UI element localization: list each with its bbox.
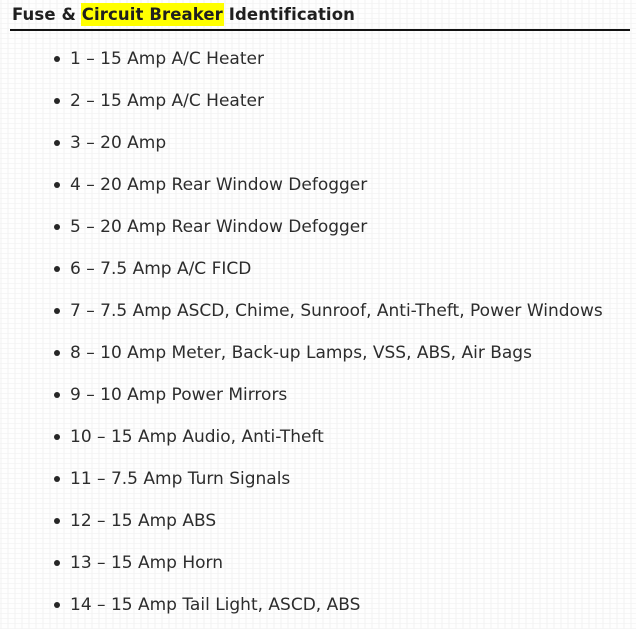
bullet-icon	[54, 98, 60, 104]
page-title: Fuse & Circuit Breaker Identification	[0, 0, 636, 26]
list-item: 11 – 7.5 Amp Turn Signals	[0, 458, 636, 500]
page-title-segment-3: Identification	[222, 5, 355, 24]
list-item: 13 – 15 Amp Horn	[0, 542, 636, 584]
list-item: 3 – 20 Amp	[0, 122, 636, 164]
bullet-icon	[54, 476, 60, 482]
list-item-label: 13 – 15 Amp Horn	[70, 553, 224, 573]
list-item: 1 – 15 Amp A/C Heater	[0, 38, 636, 80]
list-item-label: 8 – 10 Amp Meter, Back-up Lamps, VSS, AB…	[70, 343, 532, 363]
bullet-icon	[54, 518, 60, 524]
list-item-label: 5 – 20 Amp Rear Window Defogger	[70, 217, 368, 237]
bullet-icon	[54, 308, 60, 314]
bullet-icon	[54, 560, 60, 566]
list-item: 9 – 10 Amp Power Mirrors	[0, 374, 636, 416]
list-item-label: 10 – 15 Amp Audio, Anti-Theft	[70, 427, 324, 447]
list-item: 4 – 20 Amp Rear Window Defogger	[0, 164, 636, 206]
list-item-label: 4 – 20 Amp Rear Window Defogger	[70, 175, 368, 195]
list-item-label: 1 – 15 Amp A/C Heater	[70, 49, 264, 69]
bullet-icon	[54, 602, 60, 608]
bullet-icon	[54, 182, 60, 188]
bullet-icon	[54, 434, 60, 440]
bullet-icon	[54, 266, 60, 272]
list-item-label: 7 – 7.5 Amp ASCD, Chime, Sunroof, Anti-T…	[70, 301, 603, 321]
list-item-label: 14 – 15 Amp Tail Light, ASCD, ABS	[70, 595, 361, 615]
list-item-label: 12 – 15 Amp ABS	[70, 511, 217, 531]
list-item: 5 – 20 Amp Rear Window Defogger	[0, 206, 636, 248]
bullet-icon	[54, 56, 60, 62]
list-item: 12 – 15 Amp ABS	[0, 500, 636, 542]
bullet-icon	[54, 350, 60, 356]
list-item-label: 2 – 15 Amp A/C Heater	[70, 91, 264, 111]
bullet-icon	[54, 140, 60, 146]
list-item: 2 – 15 Amp A/C Heater	[0, 80, 636, 122]
fuse-identification-list: 1 – 15 Amp A/C Heater 2 – 15 Amp A/C Hea…	[0, 38, 636, 626]
list-item: 8 – 10 Amp Meter, Back-up Lamps, VSS, AB…	[0, 332, 636, 374]
list-item-label: 11 – 7.5 Amp Turn Signals	[70, 469, 291, 489]
list-item: 10 – 15 Amp Audio, Anti-Theft	[0, 416, 636, 458]
list-item-label: 9 – 10 Amp Power Mirrors	[70, 385, 288, 405]
bullet-icon	[54, 224, 60, 230]
list-item: 6 – 7.5 Amp A/C FICD	[0, 248, 636, 290]
page-title-segment-1: Fuse &	[12, 5, 82, 24]
heading-block: Fuse & Circuit Breaker Identification	[0, 0, 636, 31]
title-divider-rule	[10, 29, 630, 31]
bullet-icon	[54, 392, 60, 398]
list-item: 7 – 7.5 Amp ASCD, Chime, Sunroof, Anti-T…	[0, 290, 636, 332]
list-item-label: 6 – 7.5 Amp A/C FICD	[70, 259, 252, 279]
list-item-label: 3 – 20 Amp	[70, 133, 167, 153]
list-item: 14 – 15 Amp Tail Light, ASCD, ABS	[0, 584, 636, 626]
page-title-highlighted-term: Circuit Breaker	[81, 4, 223, 25]
